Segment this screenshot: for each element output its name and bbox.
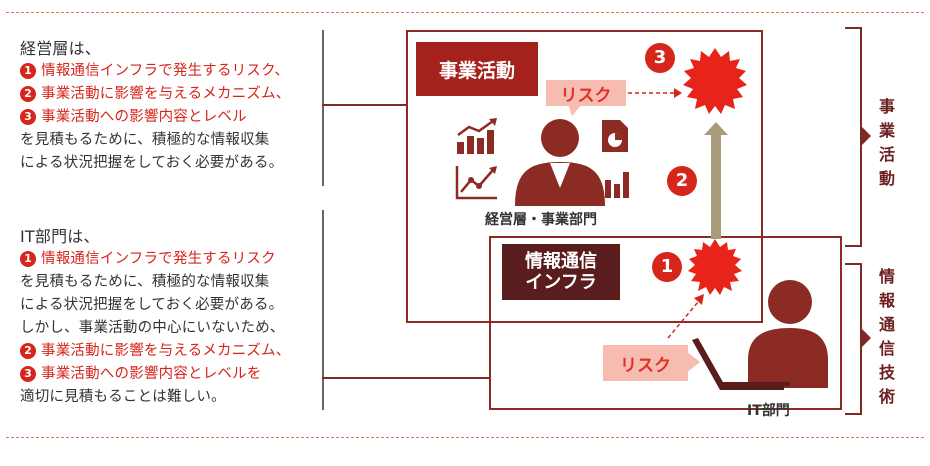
it-infrastructure-label: 情報通信 インフラ xyxy=(502,244,620,300)
risk-label-bottom: リスク xyxy=(603,345,688,381)
vertical-char: 活 xyxy=(878,145,895,164)
line-chart-icon xyxy=(455,166,497,200)
it-connector xyxy=(322,377,490,379)
incident-burst-shape xyxy=(688,239,742,295)
vertical-char: 事 xyxy=(878,97,895,116)
bottom-dashed-divider xyxy=(6,437,924,438)
pie-document-icon xyxy=(602,120,628,152)
it-paragraph: IT部門は、 1 情報通信インフラで発生するリスク を見積もるために、積極的な情報… xyxy=(20,225,290,409)
risk-label-top: リスク xyxy=(546,80,626,106)
step-1-badge: 1 xyxy=(20,251,36,267)
management-connector xyxy=(322,104,408,106)
management-item-1: 1 情報通信インフラで発生するリスク、 xyxy=(20,60,290,83)
management-item-1-text: 情報通信インフラで発生するリスク、 xyxy=(41,63,290,79)
management-item-3-text: 事業活動への影響内容とレベル xyxy=(41,109,247,125)
vertical-char: 通 xyxy=(878,315,895,334)
it-infrastructure-label-line1: 情報通信 xyxy=(525,251,597,272)
it-mid-1: を見積もるために、積極的な情報収集 xyxy=(20,274,270,290)
step-3-circle: 3 xyxy=(645,43,675,73)
risk-to-impact-arrow xyxy=(628,88,682,98)
it-item-2-text: 事業活動に影響を与えるメカニズム、 xyxy=(41,343,291,359)
it-item-2: 2 事業活動に影響を与えるメカニズム、 xyxy=(20,340,290,363)
it-tech-vertical-label: 情 報 通 信 技 術 xyxy=(877,265,897,409)
step-2-badge: 2 xyxy=(20,343,36,359)
management-item-2-text: 事業活動に影響を与えるメカニズム、 xyxy=(41,86,291,102)
vertical-char: 信 xyxy=(878,339,895,358)
it-person-icon xyxy=(692,280,828,390)
step-3-badge: 3 xyxy=(20,109,36,125)
business-activity-box xyxy=(406,30,763,323)
it-item-1: 1 情報通信インフラで発生するリスク xyxy=(20,248,290,271)
it-bracket xyxy=(845,263,871,415)
bar-chart-icon xyxy=(596,172,629,198)
management-heading: 経営層は、 xyxy=(20,39,102,58)
it-item-1-text: 情報通信インフラで発生するリスク xyxy=(41,251,276,267)
business-activity-vertical-label: 事 業 活 動 xyxy=(877,95,897,191)
vertical-char: 動 xyxy=(878,169,895,188)
it-mid-3: しかし、事業活動の中心にいないため、 xyxy=(20,320,285,336)
step-1-circle: 1 xyxy=(652,252,682,282)
step-2-circle: 2 xyxy=(667,166,697,196)
risk-to-incident-arrow xyxy=(667,294,704,339)
risk-label-top-pointer xyxy=(568,104,582,116)
it-heading: IT部門は、 xyxy=(20,227,100,246)
impact-burst-icon xyxy=(683,48,747,114)
it-item-3-text: 事業活動への影響内容とレベルを xyxy=(41,366,262,382)
vertical-char: 術 xyxy=(878,387,895,406)
step-1-badge: 1 xyxy=(20,63,36,79)
management-item-2: 2 事業活動に影響を与えるメカニズム、 xyxy=(20,83,290,106)
top-dashed-divider xyxy=(6,12,924,13)
management-bracket-line xyxy=(322,30,324,186)
incident-burst-icon xyxy=(688,239,742,295)
business-bracket xyxy=(845,27,871,247)
business-activity-label: 事業活動 xyxy=(416,42,538,96)
it-mid-2: による状況把握をしておく必要がある。 xyxy=(20,297,284,313)
risk-label-bottom-pointer xyxy=(686,351,700,373)
impact-burst-shape xyxy=(683,48,747,114)
vertical-char: 報 xyxy=(878,291,895,310)
management-paragraph: 経営層は、 1 情報通信インフラで発生するリスク、 2 事業活動に影響を与えるメカニ… xyxy=(20,37,290,175)
step-2-badge: 2 xyxy=(20,86,36,102)
step-3-badge: 3 xyxy=(20,366,36,382)
management-tail-1: を見積もるために、積極的な情報収集 xyxy=(20,132,270,148)
management-person-icon xyxy=(515,119,605,206)
management-tail-2: による状況把握をしておく必要がある。 xyxy=(20,155,284,171)
growth-chart-icon xyxy=(457,118,497,154)
management-caption: 経営層・事業部門 xyxy=(485,212,597,228)
vertical-char: 技 xyxy=(878,363,895,382)
vertical-char: 情 xyxy=(878,267,895,286)
it-bracket-line xyxy=(322,210,324,410)
management-item-3: 3 事業活動への影響内容とレベル xyxy=(20,106,290,129)
it-item-3: 3 事業活動への影響内容とレベルを xyxy=(20,363,290,386)
it-caption: IT部門 xyxy=(747,403,790,419)
vertical-char: 業 xyxy=(878,121,895,140)
escalation-arrow xyxy=(704,122,728,239)
it-infrastructure-box xyxy=(489,236,842,410)
it-tail-1: 適切に見積もることは難しい。 xyxy=(20,389,226,405)
it-infrastructure-label-line2: インフラ xyxy=(525,272,597,293)
